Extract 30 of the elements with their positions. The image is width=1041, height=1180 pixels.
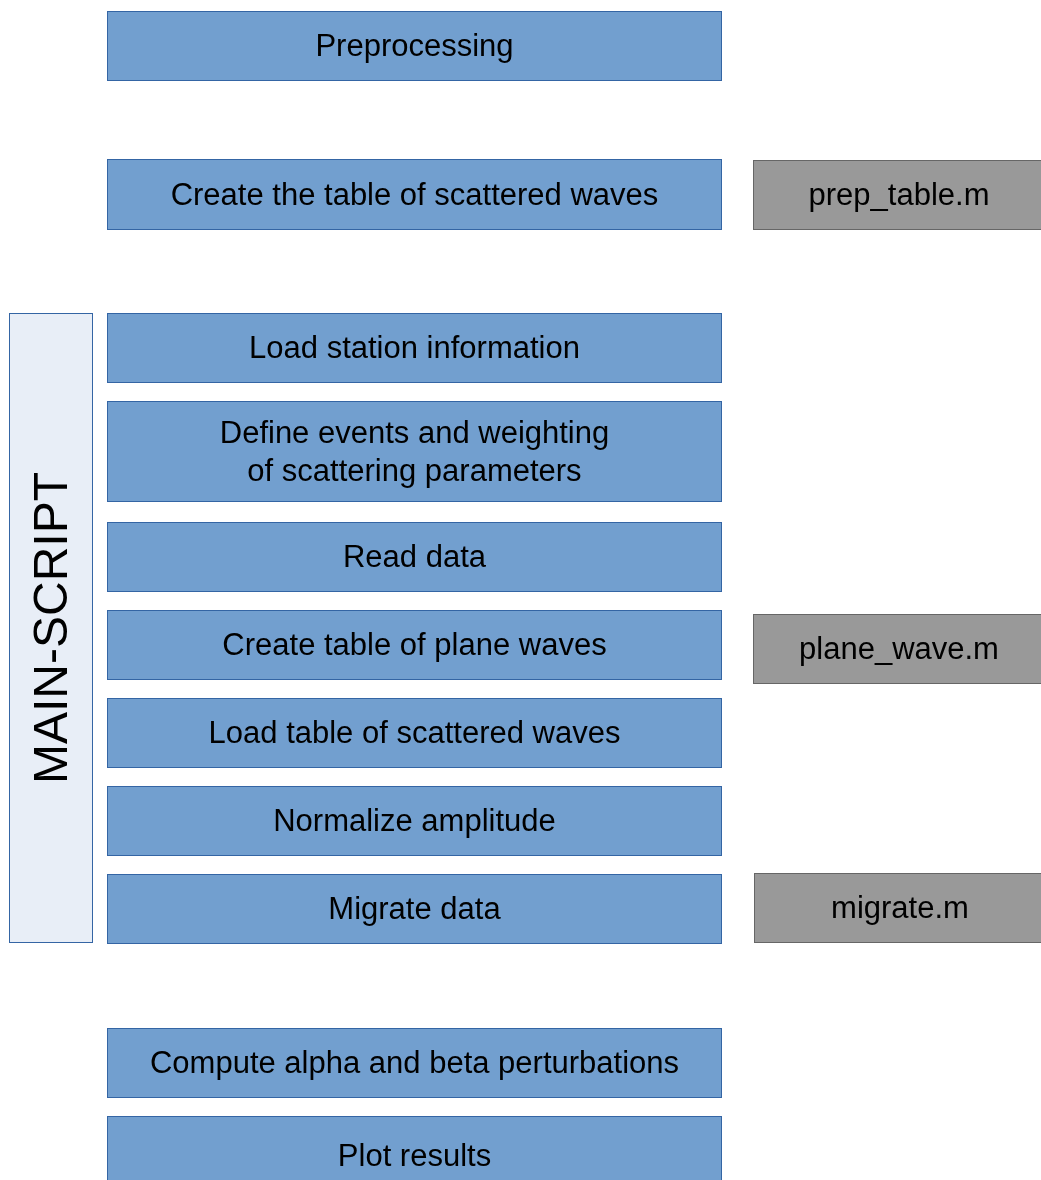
- file-box: [753, 614, 1041, 684]
- box-label: Preprocessing: [315, 27, 514, 65]
- process-box: [107, 698, 722, 768]
- box-label: Define events and weighting of scattering parameters: [218, 413, 611, 490]
- box-label: Create the table of scattered waves: [170, 175, 659, 214]
- box-label: Load table of scattered waves: [208, 714, 621, 752]
- group-box: [9, 313, 93, 943]
- process-box: [107, 1028, 722, 1098]
- box-label: Plot results: [337, 1137, 492, 1175]
- box-label: migrate.m: [831, 889, 969, 927]
- process-box: [107, 11, 722, 81]
- process-box: [107, 786, 722, 856]
- box-label: Read data: [342, 538, 487, 576]
- process-box: [107, 874, 722, 944]
- group-label: MAIN-SCRIPT: [27, 472, 75, 784]
- process-box: [107, 522, 722, 592]
- process-box: [107, 1116, 722, 1180]
- box-label: prep_table.m: [808, 176, 990, 214]
- box-label: Compute alpha and beta perturbations: [149, 1044, 680, 1082]
- file-box: [754, 873, 1041, 943]
- process-box: [107, 313, 722, 383]
- box-label: Create table of plane waves: [222, 626, 607, 664]
- process-box: [107, 401, 722, 502]
- box-label: plane_wave.m: [799, 630, 999, 668]
- box-label: Load station information: [249, 329, 580, 367]
- process-box: [107, 610, 722, 680]
- process-box: [107, 159, 722, 230]
- file-box: [753, 160, 1041, 230]
- box-label: Migrate data: [328, 890, 501, 928]
- box-label: Normalize amplitude: [273, 802, 556, 840]
